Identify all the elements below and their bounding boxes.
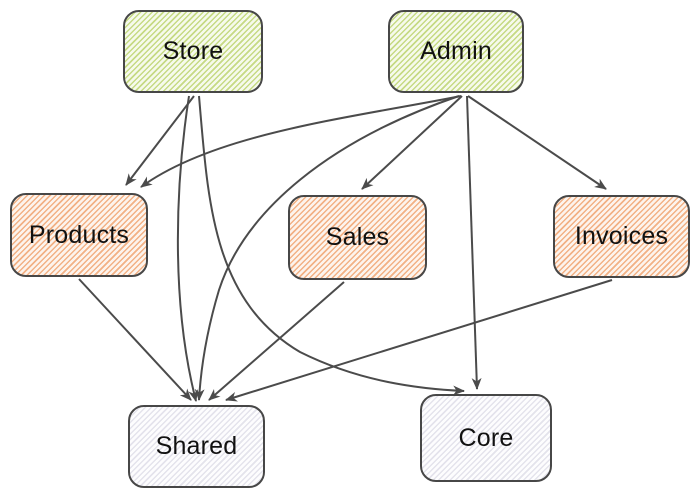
edge-admin-invoices [467,95,607,190]
node-shared[interactable]: Shared [128,405,265,488]
edge-admin-products [140,95,462,188]
edge-store-core [198,95,465,396]
edge-sales-shared [208,281,345,401]
edge-store-shared [176,95,199,402]
node-products[interactable]: Products [10,193,148,277]
node-store[interactable]: Store [123,10,263,93]
edge-products-shared [78,278,192,401]
edge-admin-core [466,95,482,390]
node-sales[interactable]: Sales [288,195,427,280]
edge-admin-sales [361,95,463,190]
node-core[interactable]: Core [420,394,552,482]
node-store-label: Store [162,37,224,65]
node-core-label: Core [458,423,514,452]
node-products-label: Products [28,220,130,249]
edge-admin-shared [194,95,460,401]
edge-store-products [125,95,195,186]
node-sales-label: Sales [325,223,390,251]
node-admin-label: Admin [420,37,492,65]
node-shared-label: Shared [155,432,238,460]
node-admin[interactable]: Admin [388,10,524,93]
node-invoices[interactable]: Invoices [553,195,690,278]
node-invoices-label: Invoices [574,222,669,250]
edge-invoices-shared [225,279,613,402]
